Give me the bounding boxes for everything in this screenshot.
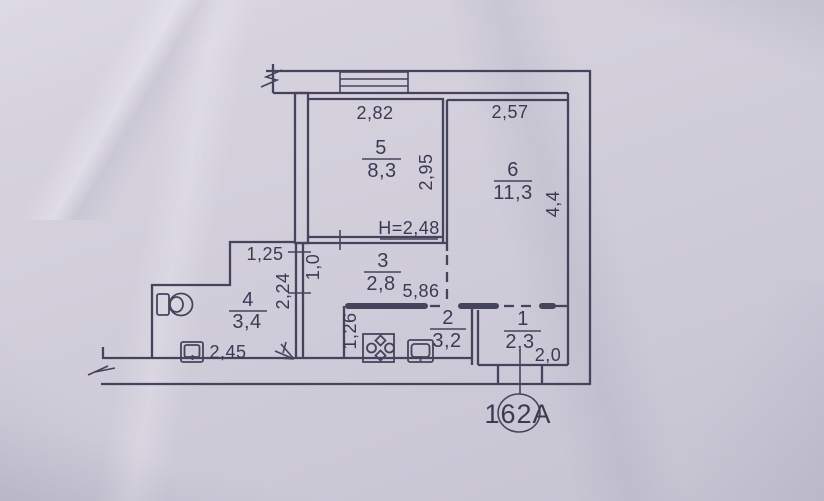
room-6-area: 11,3 — [493, 182, 532, 204]
unit-number-label: 162A — [484, 399, 551, 429]
room6-depth-dim: 4,4 — [543, 191, 563, 218]
outer-walls — [101, 64, 592, 386]
bathroom-sink-icon — [180, 341, 204, 363]
room-1-number: 1 — [517, 308, 529, 330]
bathroom-width-dim: 2,45 — [209, 342, 246, 362]
room-2-number: 2 — [442, 307, 454, 329]
room-6-walls — [445, 98, 568, 303]
room6-width-dim: 2,57 — [491, 102, 528, 122]
wall-seg-upper-dim: 1,0 — [303, 254, 323, 281]
shaft-wall — [293, 91, 310, 245]
kitchen-walls — [342, 303, 480, 365]
wall-seg-lower-dim: 2,24 — [273, 272, 293, 309]
window-icon — [339, 71, 409, 94]
room-4-number: 4 — [242, 289, 254, 311]
toilet-icon — [156, 292, 194, 317]
room-label-underlines — [229, 158, 541, 332]
stove-icon — [362, 333, 395, 363]
room-1-area: 2,3 — [505, 331, 534, 353]
kitchen-depth-dim: 1,26 — [340, 312, 360, 349]
room-5-walls — [296, 97, 447, 250]
ceiling-height-label: H=2,48 — [378, 218, 440, 238]
break-mark-top-icon — [260, 69, 283, 88]
room-6-number: 6 — [507, 159, 519, 181]
room-5-area: 8,3 — [367, 160, 396, 182]
room-4-area: 3,4 — [232, 311, 261, 333]
room-2-area: 3,2 — [432, 330, 461, 352]
door-swing-icon — [274, 341, 295, 360]
room-3-number: 3 — [377, 250, 389, 272]
room-1-walls — [478, 363, 568, 384]
unit-number-callout — [497, 349, 541, 433]
room-5-number: 5 — [375, 137, 387, 159]
room-4-walls — [150, 240, 296, 358]
room-3-area: 2,8 — [366, 273, 395, 295]
break-mark-bottom-icon — [87, 365, 116, 376]
room5-depth-dim: 2,95 — [416, 153, 436, 190]
hall-nook-dim: 1,25 — [246, 244, 283, 264]
corridor-wall — [288, 243, 311, 359]
room5-width-dim: 2,82 — [356, 103, 393, 123]
kitchen-sink-icon — [407, 339, 434, 363]
unit-number-circle — [497, 393, 541, 433]
corridor-length-dim: 5,86 — [402, 281, 439, 301]
entry-width-dim: 2,0 — [535, 345, 562, 365]
